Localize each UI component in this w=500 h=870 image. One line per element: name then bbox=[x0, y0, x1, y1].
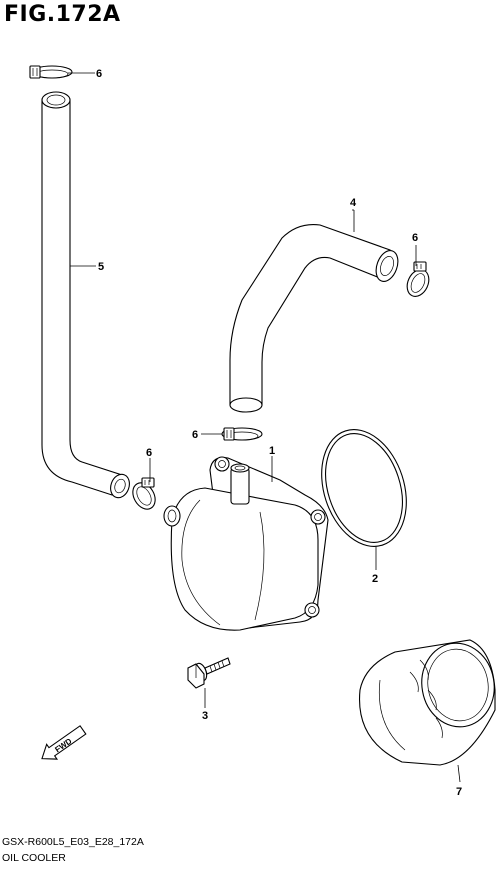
ref-label-hose-lower: 5 bbox=[98, 261, 104, 273]
ref-label-oil-cooler: 1 bbox=[269, 445, 275, 457]
hose-lower-part[interactable] bbox=[41, 91, 133, 500]
clamp-right-part[interactable] bbox=[403, 261, 433, 300]
ref-label-bolt: 3 bbox=[202, 710, 208, 722]
ref-label-clamp-top: 6 bbox=[96, 68, 102, 80]
leader-lines bbox=[68, 72, 461, 783]
diagram-code: GSX-R600L5_E03_E28_172A bbox=[2, 836, 144, 848]
ref-label-clamp-mid: 6 bbox=[192, 429, 198, 441]
section-name: OIL COOLER bbox=[2, 852, 66, 864]
fwd-arrow-icon: FWD bbox=[41, 725, 87, 760]
ref-label-clamp-right: 6 bbox=[412, 232, 418, 244]
clamp-left-part[interactable] bbox=[128, 477, 159, 513]
oil-filter-part[interactable] bbox=[358, 637, 500, 766]
hose-upper-part[interactable] bbox=[229, 223, 402, 413]
figure-title: FIG.172A bbox=[4, 2, 121, 27]
clamp-mid-part[interactable] bbox=[221, 427, 263, 441]
ref-label-hose-upper: 4 bbox=[350, 197, 357, 209]
ref-label-clamp-left: 6 bbox=[146, 447, 152, 459]
clamp-top-part[interactable] bbox=[29, 65, 73, 79]
o-ring-part[interactable] bbox=[307, 419, 420, 558]
bolt-part[interactable] bbox=[187, 657, 231, 689]
oil-cooler-part[interactable] bbox=[163, 456, 329, 631]
ref-label-o-ring: 2 bbox=[372, 573, 378, 585]
ref-label-oil-filter: 7 bbox=[456, 786, 462, 798]
